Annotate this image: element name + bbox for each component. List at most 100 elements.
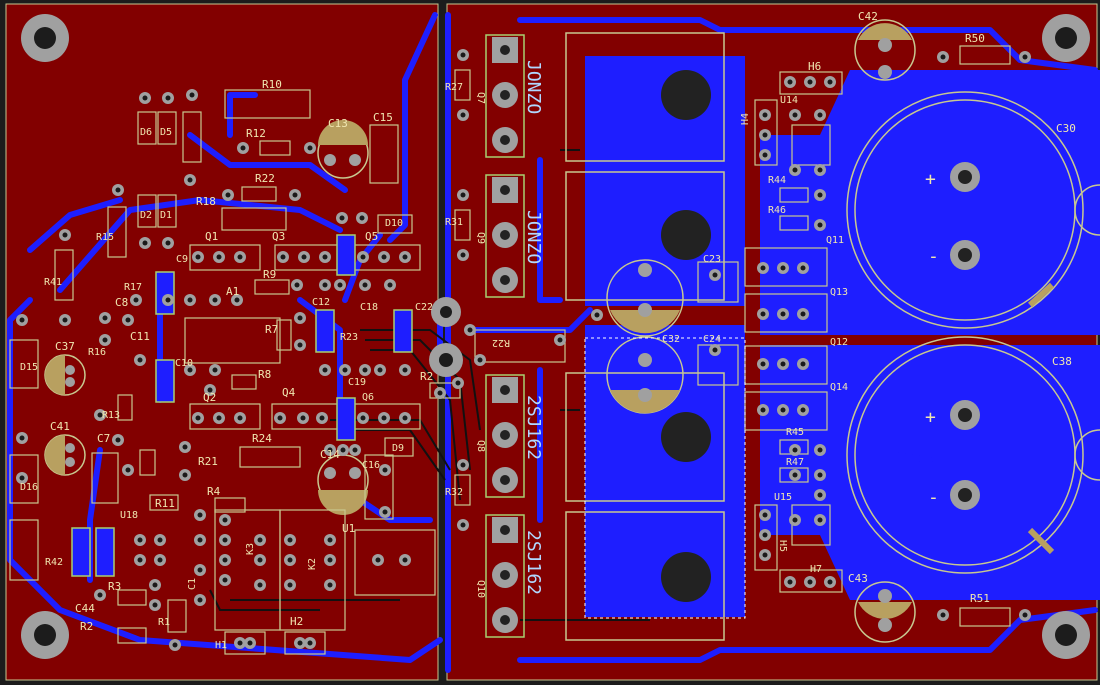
label-minus-c38: - bbox=[928, 487, 939, 508]
label-c15: C15 bbox=[373, 111, 393, 124]
through-hole-pads bbox=[16, 49, 1031, 651]
label-r41: R41 bbox=[44, 277, 62, 288]
label-r3: R3 bbox=[108, 580, 121, 593]
label-c12: C12 bbox=[312, 297, 330, 308]
label-h7: H7 bbox=[810, 564, 822, 575]
label-q8: Q8 bbox=[475, 440, 486, 452]
label-q10: Q10 bbox=[475, 580, 486, 598]
label-d1: D1 bbox=[160, 210, 172, 221]
label-minus-c30: - bbox=[928, 246, 939, 267]
transistor-bolts bbox=[661, 70, 711, 602]
label-plus-c38: + bbox=[925, 407, 936, 428]
label-u18: U18 bbox=[120, 510, 138, 521]
label-c37: C37 bbox=[55, 340, 75, 353]
big-cap-pads bbox=[950, 162, 980, 510]
label-r27: R27 bbox=[445, 82, 463, 93]
mount-hole-tr bbox=[1042, 14, 1090, 62]
label-r13: R13 bbox=[102, 410, 120, 421]
label-d10: D10 bbox=[385, 218, 403, 229]
label-r4: R4 bbox=[207, 485, 221, 498]
label-c11: C11 bbox=[130, 330, 150, 343]
label-u1: U1 bbox=[342, 522, 355, 535]
transistor-pins bbox=[492, 37, 518, 633]
label-r47: R47 bbox=[786, 457, 804, 468]
output-transistor-pads bbox=[485, 34, 525, 638]
mount-hole-center2 bbox=[429, 343, 463, 377]
label-jonzo-2: JONZO bbox=[523, 210, 544, 264]
label-k2: K2 bbox=[307, 558, 318, 570]
label-q6: Q6 bbox=[362, 392, 374, 403]
label-r1: R1 bbox=[158, 617, 170, 628]
label-q3: Q3 bbox=[272, 230, 285, 243]
label-r31: R31 bbox=[445, 217, 463, 228]
label-c24: C24 bbox=[703, 334, 721, 345]
label-c42: C42 bbox=[858, 10, 878, 23]
label-c38: C38 bbox=[1052, 355, 1072, 368]
label-q5: Q5 bbox=[365, 230, 378, 243]
label-d2: D2 bbox=[140, 210, 152, 221]
label-c22: C22 bbox=[415, 302, 433, 313]
label-r15: R15 bbox=[96, 232, 114, 243]
label-k3: K3 bbox=[245, 543, 256, 555]
label-d15: D15 bbox=[20, 362, 38, 373]
label-u15: U15 bbox=[774, 492, 792, 503]
mounting-holes bbox=[21, 14, 1090, 659]
label-q12: Q12 bbox=[830, 337, 848, 348]
label-2sj-1: 2SJ162 bbox=[523, 395, 544, 460]
rotated-labels: JONZO JONZO 2SJ162 2SJ162 Q7 Q9 Q8 Q10 H… bbox=[187, 60, 788, 598]
dashed-selection bbox=[584, 337, 746, 619]
label-q13: Q13 bbox=[830, 287, 848, 298]
label-r22: R22 bbox=[255, 172, 275, 185]
label-c14: C14 bbox=[320, 448, 340, 461]
label-h4: H4 bbox=[740, 113, 751, 125]
label-r23: R23 bbox=[340, 332, 358, 343]
label-c19: C19 bbox=[348, 377, 366, 388]
label-c43: C43 bbox=[848, 572, 868, 585]
label-c1: C1 bbox=[187, 578, 198, 590]
label-r44: R44 bbox=[768, 175, 786, 186]
label-a1: A1 bbox=[226, 285, 239, 298]
label-r45: R45 bbox=[786, 427, 804, 438]
label-d5: D5 bbox=[160, 127, 172, 138]
label-h6: H6 bbox=[808, 60, 821, 73]
smd-highlight bbox=[71, 234, 413, 577]
label-q4: Q4 bbox=[282, 386, 296, 399]
mount-hole-br bbox=[1042, 611, 1090, 659]
label-d6: D6 bbox=[140, 127, 152, 138]
label-h2: H2 bbox=[290, 615, 303, 628]
mount-hole-center1 bbox=[431, 297, 461, 327]
label-c13: C13 bbox=[328, 117, 348, 130]
label-r16: R16 bbox=[88, 347, 106, 358]
label-c41: C41 bbox=[50, 420, 70, 433]
label-c16: C16 bbox=[362, 460, 380, 471]
label-jonzo-1: JONZO bbox=[523, 60, 544, 114]
label-r42: R42 bbox=[45, 557, 63, 568]
label-c30: C30 bbox=[1056, 122, 1076, 135]
label-plus-c30: + bbox=[925, 169, 936, 190]
label-r2: R2 bbox=[420, 370, 433, 383]
label-r18: R18 bbox=[196, 195, 216, 208]
power-transistors bbox=[565, 32, 725, 641]
label-q1: Q1 bbox=[205, 230, 218, 243]
label-r21: R21 bbox=[198, 455, 218, 468]
mount-hole-bl bbox=[21, 611, 69, 659]
label-r50: R50 bbox=[965, 32, 985, 45]
big-caps bbox=[846, 91, 1100, 574]
label-q11: Q11 bbox=[826, 235, 844, 246]
label-d16: D16 bbox=[20, 482, 38, 493]
label-c7: C7 bbox=[97, 432, 110, 445]
silk-outlines bbox=[9, 45, 1011, 655]
label-r11: R11 bbox=[155, 497, 175, 510]
label-q14: Q14 bbox=[830, 382, 848, 393]
label-c23: C23 bbox=[703, 254, 721, 265]
label-c8: C8 bbox=[115, 296, 128, 309]
medium-caps bbox=[44, 19, 916, 643]
label-d9: D9 bbox=[392, 443, 404, 454]
label-h1: H1 bbox=[215, 640, 227, 651]
label-r10: R10 bbox=[262, 78, 282, 91]
label-c10: C10 bbox=[175, 358, 193, 369]
label-r2b: R2 bbox=[80, 620, 93, 633]
label-2sj-2: 2SJ162 bbox=[523, 530, 544, 595]
label-u14: U14 bbox=[780, 95, 798, 106]
